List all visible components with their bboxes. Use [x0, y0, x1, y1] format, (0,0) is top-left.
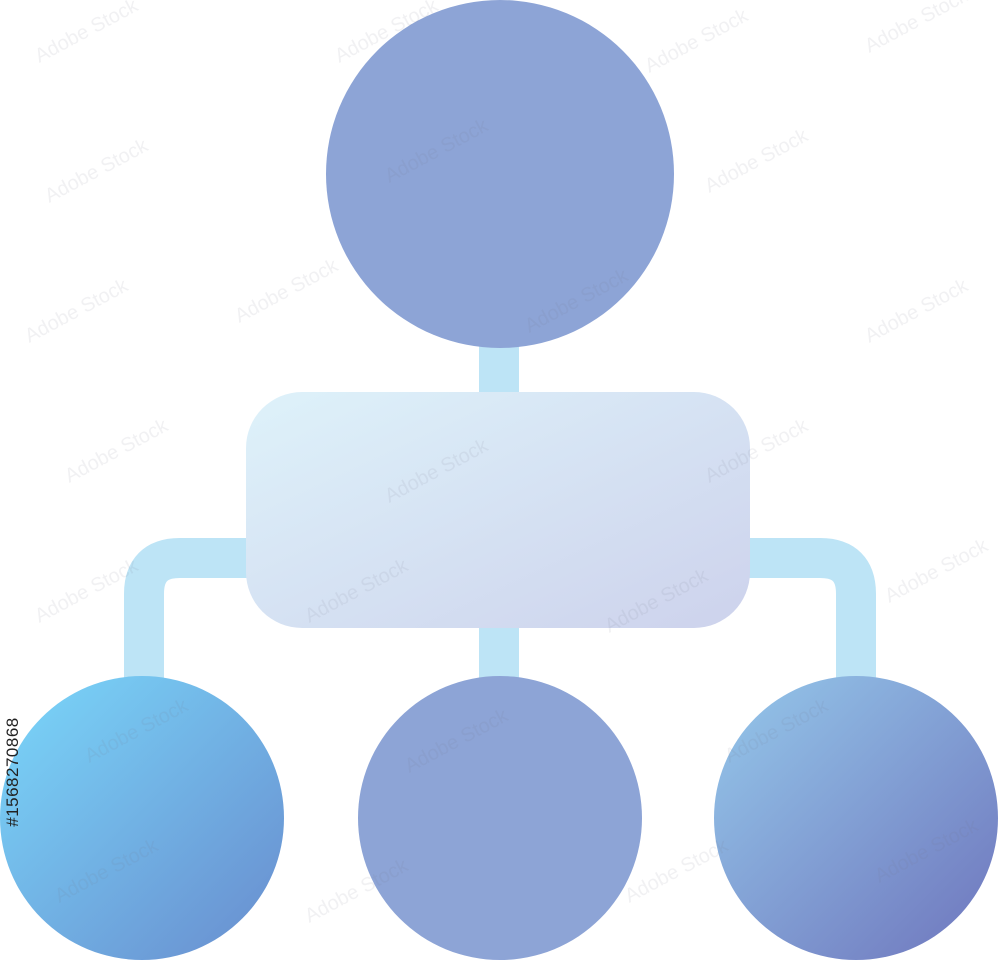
connector-top-to-box [479, 340, 519, 402]
stock-id-text: #1568270868 [3, 717, 22, 827]
center-box [246, 392, 750, 628]
right-child-node [714, 676, 998, 960]
middle-child-node [358, 676, 642, 960]
top-node [326, 0, 674, 348]
connector-box-to-left [124, 538, 255, 690]
connector-box-to-middle [479, 618, 519, 682]
stock-id-label: #1568270868 [2, 712, 24, 832]
left-child-node [0, 676, 284, 960]
connector-box-to-right [740, 538, 876, 690]
